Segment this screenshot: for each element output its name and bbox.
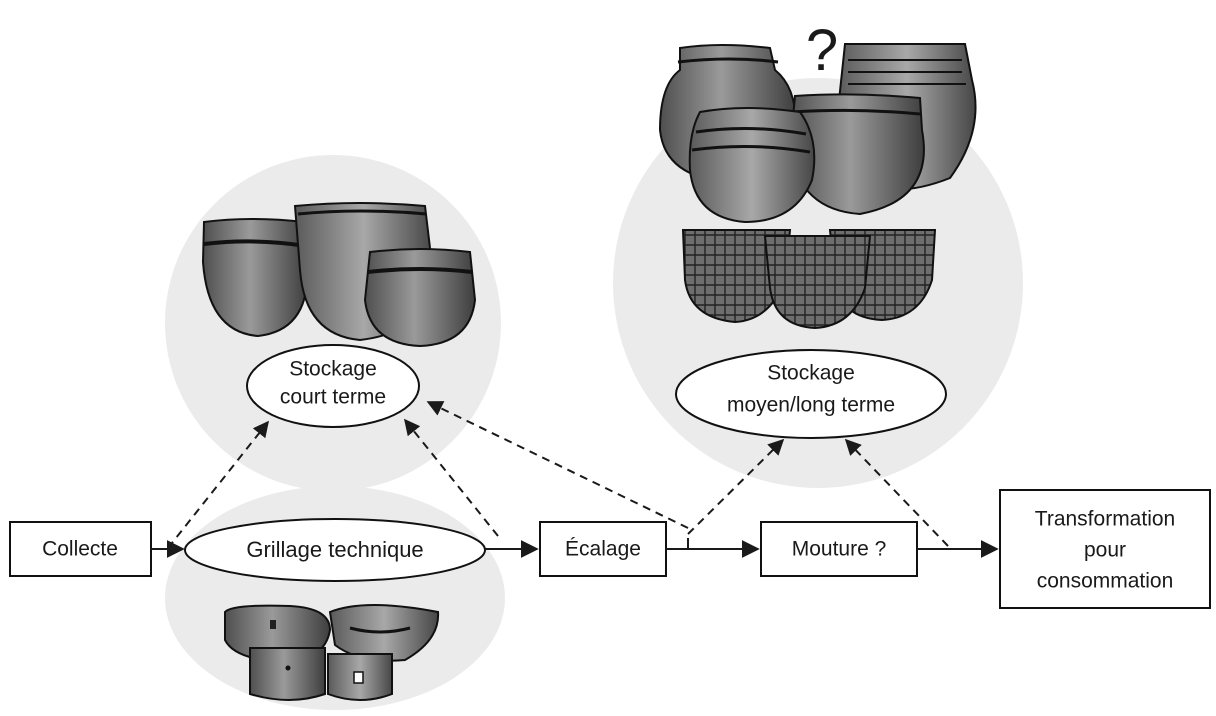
stockage-court-line2: court terme [280, 386, 386, 409]
collecte-label: Collecte [42, 538, 118, 561]
grillage-label: Grillage technique [246, 537, 423, 562]
ecalage-label: Écalage [565, 538, 641, 561]
stockage-long-line1: Stockage [767, 362, 855, 385]
transformation-line1: Transformation [1035, 508, 1175, 531]
stockage-court-line1: Stockage [289, 358, 377, 381]
collecte-node [9, 521, 152, 577]
question-mark: ? [806, 18, 838, 83]
storage-dashed-arrows [167, 401, 949, 549]
roasting-vessels-icon [224, 604, 440, 701]
mouture-label: Mouture ? [792, 538, 887, 561]
baskets-icon [681, 229, 937, 330]
stockage-court-node [246, 344, 420, 428]
short-term-vessels-icon [201, 202, 477, 348]
transformation-line2: pour [1084, 539, 1126, 562]
ecalage-node [539, 521, 667, 577]
stockage-long-node [675, 349, 947, 439]
long-term-vessels-icon [658, 43, 977, 224]
main-flow-arrows [151, 538, 999, 558]
transformation-node [999, 489, 1211, 609]
stockage-long-line2: moyen/long terme [727, 394, 895, 417]
transformation-line3: consommation [1037, 570, 1174, 593]
